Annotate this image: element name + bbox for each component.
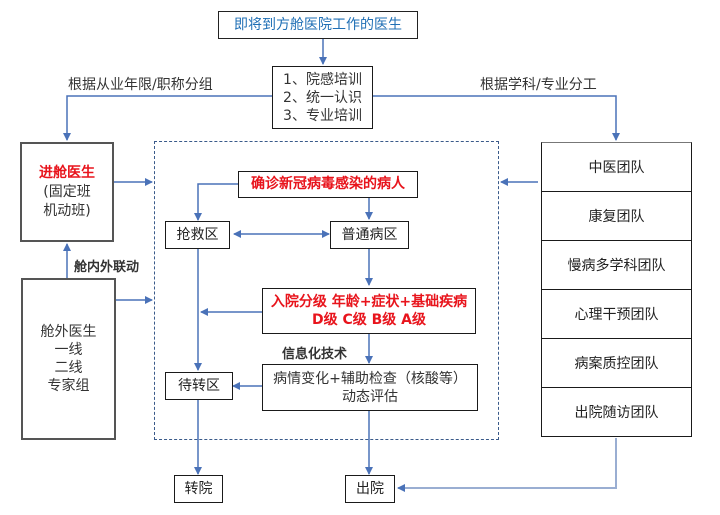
left-branch-label: 根据从业年限/职称分组: [68, 77, 213, 93]
teams-column: 中医团队 康复团队 慢病多学科团队 心理干预团队 病案质控团队 出院随访团队: [541, 142, 692, 437]
training-item: 3、专业培训: [283, 107, 362, 124]
team-rehab: 康复团队: [542, 191, 691, 240]
patient-source-text: 确诊新冠病毒感染的病人: [251, 176, 405, 192]
grading-line: 入院分级 年龄+症状+基础疾病: [270, 294, 468, 310]
team-followup: 出院随访团队: [542, 387, 691, 436]
team-records: 病案质控团队: [542, 338, 691, 387]
team-label: 慢病多学科团队: [567, 258, 666, 274]
cabin-area: [154, 141, 499, 440]
transfer-wait-text: 待转区: [178, 377, 220, 394]
patient-source-box: 确诊新冠病毒感染的病人: [238, 171, 418, 198]
grading-line: D级 C级 B级 A级: [311, 312, 427, 328]
team-label: 康复团队: [588, 209, 645, 225]
transfer-wait-box: 待转区: [165, 372, 233, 400]
inside-doctors-title: 进舱医生: [39, 164, 95, 181]
evaluation-line: 病情变化+辅助检查（核酸等）: [273, 370, 467, 387]
discharge-text: 出院: [356, 480, 384, 497]
team-label: 心理干预团队: [574, 307, 659, 323]
outside-doctors-line: 舱外医生: [40, 324, 97, 340]
outside-doctors-box: 舱外医生 一线 二线 专家组: [21, 278, 116, 440]
title-text: 即将到方舱医院工作的医生: [234, 16, 402, 33]
title-box: 即将到方舱医院工作的医生: [218, 11, 418, 39]
general-ward-box: 普通病区: [330, 221, 409, 249]
inside-doctors-line: (固定班: [43, 183, 91, 200]
team-chronic: 慢病多学科团队: [542, 240, 691, 289]
team-label: 中医团队: [588, 160, 645, 176]
arrow-patient-to-rescue: [194, 183, 238, 221]
transfer-box: 转院: [174, 475, 223, 503]
outside-doctors-line: 一线: [54, 342, 83, 358]
it-label: 信息化技术: [282, 347, 348, 362]
inside-doctors-box: 进舱医生 (固定班 机动班): [20, 142, 114, 242]
arrow-training-to-teams: [373, 95, 620, 141]
team-tcm: 中医团队: [542, 143, 691, 191]
training-item: 1、院感培训: [283, 71, 362, 88]
linkage-label: 舱内外联动: [74, 260, 140, 275]
grading-box: 入院分级 年龄+症状+基础疾病 D级 C级 B级 A级: [262, 288, 476, 334]
team-label: 出院随访团队: [574, 405, 659, 421]
rescue-zone-box: 抢救区: [165, 221, 230, 249]
discharge-box: 出院: [345, 475, 395, 503]
general-ward-text: 普通病区: [341, 226, 398, 243]
rescue-zone-text: 抢救区: [176, 226, 219, 243]
transfer-text: 转院: [184, 480, 213, 497]
outside-doctors-line: 专家组: [47, 378, 90, 394]
evaluation-line: 动态评估: [342, 388, 398, 405]
arrow-training-to-inside-doctors: [63, 95, 272, 141]
inside-doctors-line: 机动班): [43, 202, 91, 219]
right-branch-label: 根据学科/专业分工: [480, 77, 597, 93]
team-psych: 心理干预团队: [542, 289, 691, 338]
outside-doctors-line: 二线: [54, 360, 83, 376]
team-label: 病案质控团队: [574, 356, 659, 372]
arrow-followup-to-discharge: [397, 438, 617, 492]
training-item: 2、统一认识: [283, 89, 362, 106]
training-box: 1、院感培训 2、统一认识 3、专业培训: [272, 66, 373, 129]
evaluation-box: 病情变化+辅助检查（核酸等） 动态评估: [262, 364, 478, 411]
